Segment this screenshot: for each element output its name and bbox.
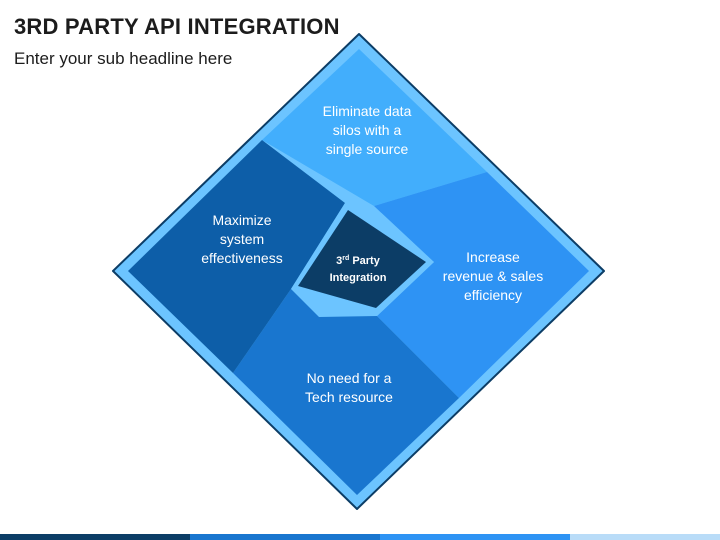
center-label-line2: Integration: [330, 272, 387, 284]
segment-bottom: [233, 289, 459, 495]
segment-bottom-line-1: No need for a: [307, 370, 392, 386]
segment-left-line-1: Maximize: [212, 212, 271, 228]
segment-top: [262, 49, 487, 206]
footer-bar-segment: [190, 534, 380, 540]
footer-bar-segment: [380, 534, 570, 540]
footer-color-bar: [0, 534, 720, 540]
segment-right: [374, 172, 589, 398]
footer-bar-segment: [0, 534, 190, 540]
page-title: 3RD PARTY API INTEGRATION: [14, 14, 340, 39]
center-label-line1: 3rd Party: [336, 255, 381, 267]
center-diamond: [298, 210, 426, 308]
segment-left: [128, 140, 345, 373]
segment-bottom-line-2: Tech resource: [305, 389, 393, 405]
segment-top-line-1: Eliminate data: [323, 103, 412, 119]
segment-right-line-2: revenue & sales: [443, 268, 543, 284]
footer-bar-segment: [570, 534, 720, 540]
segment-left-line-2: system: [220, 231, 264, 247]
segment-right-line-1: Increase: [466, 249, 520, 265]
segment-left-line-3: effectiveness: [201, 250, 282, 266]
segment-top-line-2: silos with a: [333, 122, 402, 138]
segment-top-line-3: single source: [326, 141, 409, 157]
page-subtitle: Enter your sub headline here: [14, 49, 233, 68]
segment-right-line-3: efficiency: [464, 287, 522, 303]
